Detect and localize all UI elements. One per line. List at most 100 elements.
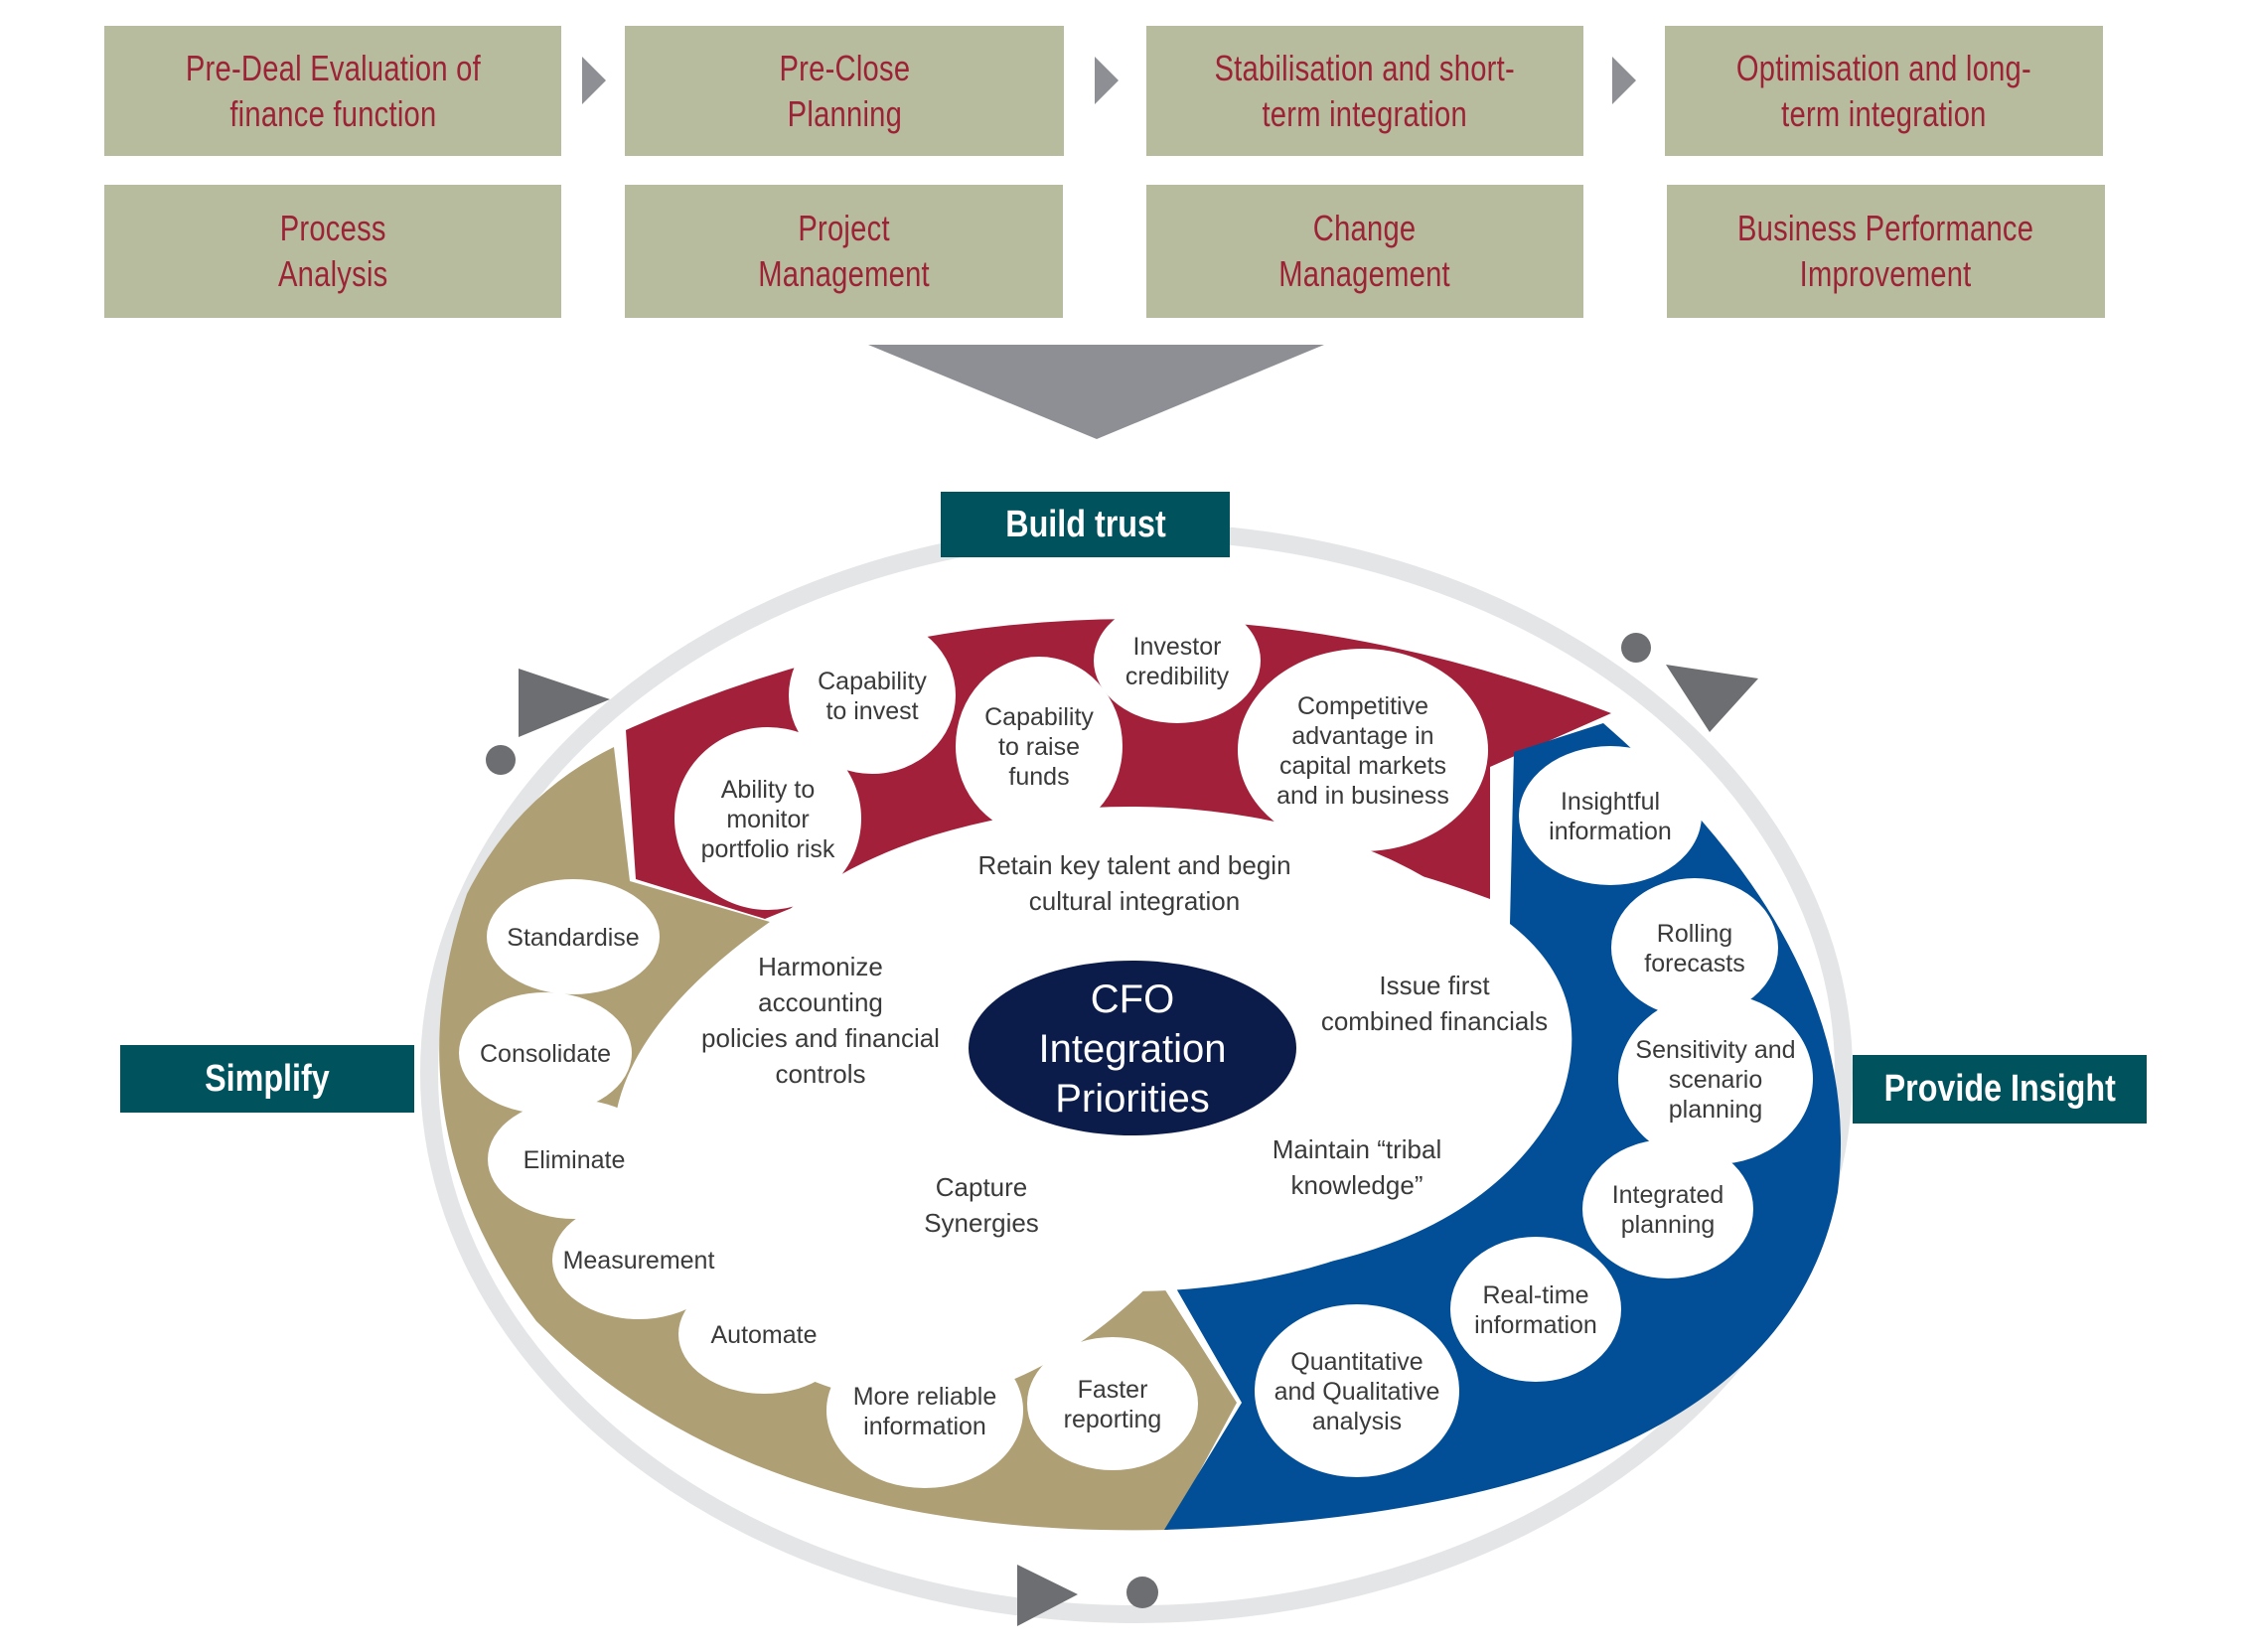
bubble-shape <box>1618 993 1813 1164</box>
bubble-shape <box>678 1275 849 1394</box>
bubble-shape <box>552 1200 725 1319</box>
discipline-line: Project <box>798 208 890 248</box>
bubble-label-line: planning <box>1669 1096 1763 1124</box>
simplify-bubble: Eliminate <box>488 1100 661 1219</box>
chevron-right-icon <box>1095 57 1119 104</box>
phase-line: Optimisation and long- <box>1735 47 2032 88</box>
bubble-label-line: scenario <box>1669 1066 1763 1094</box>
discipline-line: Business Performance <box>1737 208 2034 248</box>
phase-line: finance function <box>228 92 437 134</box>
bubble-label-line: credibility <box>1125 663 1230 690</box>
bubble-label-line: Investor <box>1133 633 1222 661</box>
priority-caption-retain-line: cultural integration <box>1029 886 1240 916</box>
cycle-dot-icon <box>1126 1577 1158 1608</box>
bubble-label-line: reporting <box>1064 1406 1162 1433</box>
pillar-label: Build trust <box>1004 503 1166 545</box>
simplify-bubble: Standardise <box>487 879 660 994</box>
phase-box-stabilisation: Stabilisation and short-term integration <box>1146 26 1583 156</box>
cycle-dot-icon <box>1621 633 1651 663</box>
priority-caption-issue-line: Issue first <box>1379 971 1490 1000</box>
bubble-label-line: Sensitivity and <box>1635 1036 1795 1064</box>
bubble-label-line: Consolidate <box>480 1040 611 1068</box>
cfo-center-circle <box>969 961 1296 1135</box>
bubble-shape <box>789 617 956 774</box>
phase-line: Stabilisation and short- <box>1214 47 1516 88</box>
cfo-center-text-line: Integration <box>1038 1027 1226 1071</box>
bubble-label-line: information <box>1474 1311 1597 1339</box>
discipline-line: Management <box>1278 253 1451 294</box>
priority-caption-capture-line: Synergies <box>924 1208 1039 1238</box>
bubble-label-line: planning <box>1621 1211 1716 1239</box>
bubble-label-line: Ability to <box>721 776 815 804</box>
bubble-label-line: Insightful <box>1561 788 1660 816</box>
priority-caption-maintain-line: Maintain “tribal <box>1273 1134 1442 1164</box>
discipline-line: Improvement <box>1800 253 1972 294</box>
cycle-arrow-icon <box>1666 665 1758 732</box>
simplify-bubble: Automate <box>678 1275 849 1394</box>
phase-line: term integration <box>1781 92 1987 134</box>
bubble-label-line: Standardise <box>507 924 639 952</box>
bubble-label-line: More reliable <box>853 1383 997 1411</box>
pillar-provide-insight: Provide Insight <box>1853 1055 2147 1124</box>
priority-caption-harmonize-line: policies and financial <box>701 1023 940 1053</box>
pillar-label: Simplify <box>205 1057 330 1100</box>
phase-line: Pre-Deal Evaluation of <box>185 47 481 88</box>
pillar-build-trust: Build trust <box>941 492 1230 557</box>
bubble-label-line: portfolio risk <box>701 835 835 863</box>
bubble-shape <box>1582 1139 1753 1278</box>
funnel-arrow-icon <box>868 345 1324 439</box>
phase-box-optimisation: Optimisation and long-term integration <box>1665 26 2103 156</box>
bubble-label-line: funds <box>1008 763 1069 791</box>
phase-line: Planning <box>787 92 902 134</box>
priority-caption-issue-line: combined financials <box>1321 1006 1548 1036</box>
bubble-label-line: information <box>863 1413 986 1440</box>
bubble-label-line: to raise <box>998 733 1080 761</box>
bubble-shape <box>1450 1237 1621 1382</box>
priority-caption-harmonize-line: accounting <box>758 987 883 1017</box>
discipline-line: Analysis <box>277 253 388 294</box>
discipline-line: Management <box>758 253 930 294</box>
bubble-label: Eliminate <box>524 1146 626 1174</box>
bubble-shape <box>488 1100 661 1219</box>
bubble-label: Measurement <box>563 1247 715 1275</box>
bubble-label-line: Faster <box>1078 1376 1148 1404</box>
discipline-line: Change <box>1313 208 1417 248</box>
bubble-label-line: Integrated <box>1612 1181 1724 1209</box>
bubble-label-line: Quantitative <box>1290 1348 1423 1376</box>
priority-caption-issue: Issue first combined financials <box>1321 971 1548 1036</box>
bubble-label-line: to invest <box>825 697 918 725</box>
cfo-center-text-line: Priorities <box>1055 1077 1210 1121</box>
bubble-shape <box>1519 746 1702 885</box>
bubble-label-line: analysis <box>1312 1408 1402 1435</box>
bubble-label-line: forecasts <box>1644 950 1744 977</box>
chevron-right-icon <box>582 57 606 104</box>
bubble-label: Automate <box>710 1321 817 1349</box>
discipline-line: Process <box>279 208 386 248</box>
bubble-label-line: Capability <box>818 668 927 695</box>
